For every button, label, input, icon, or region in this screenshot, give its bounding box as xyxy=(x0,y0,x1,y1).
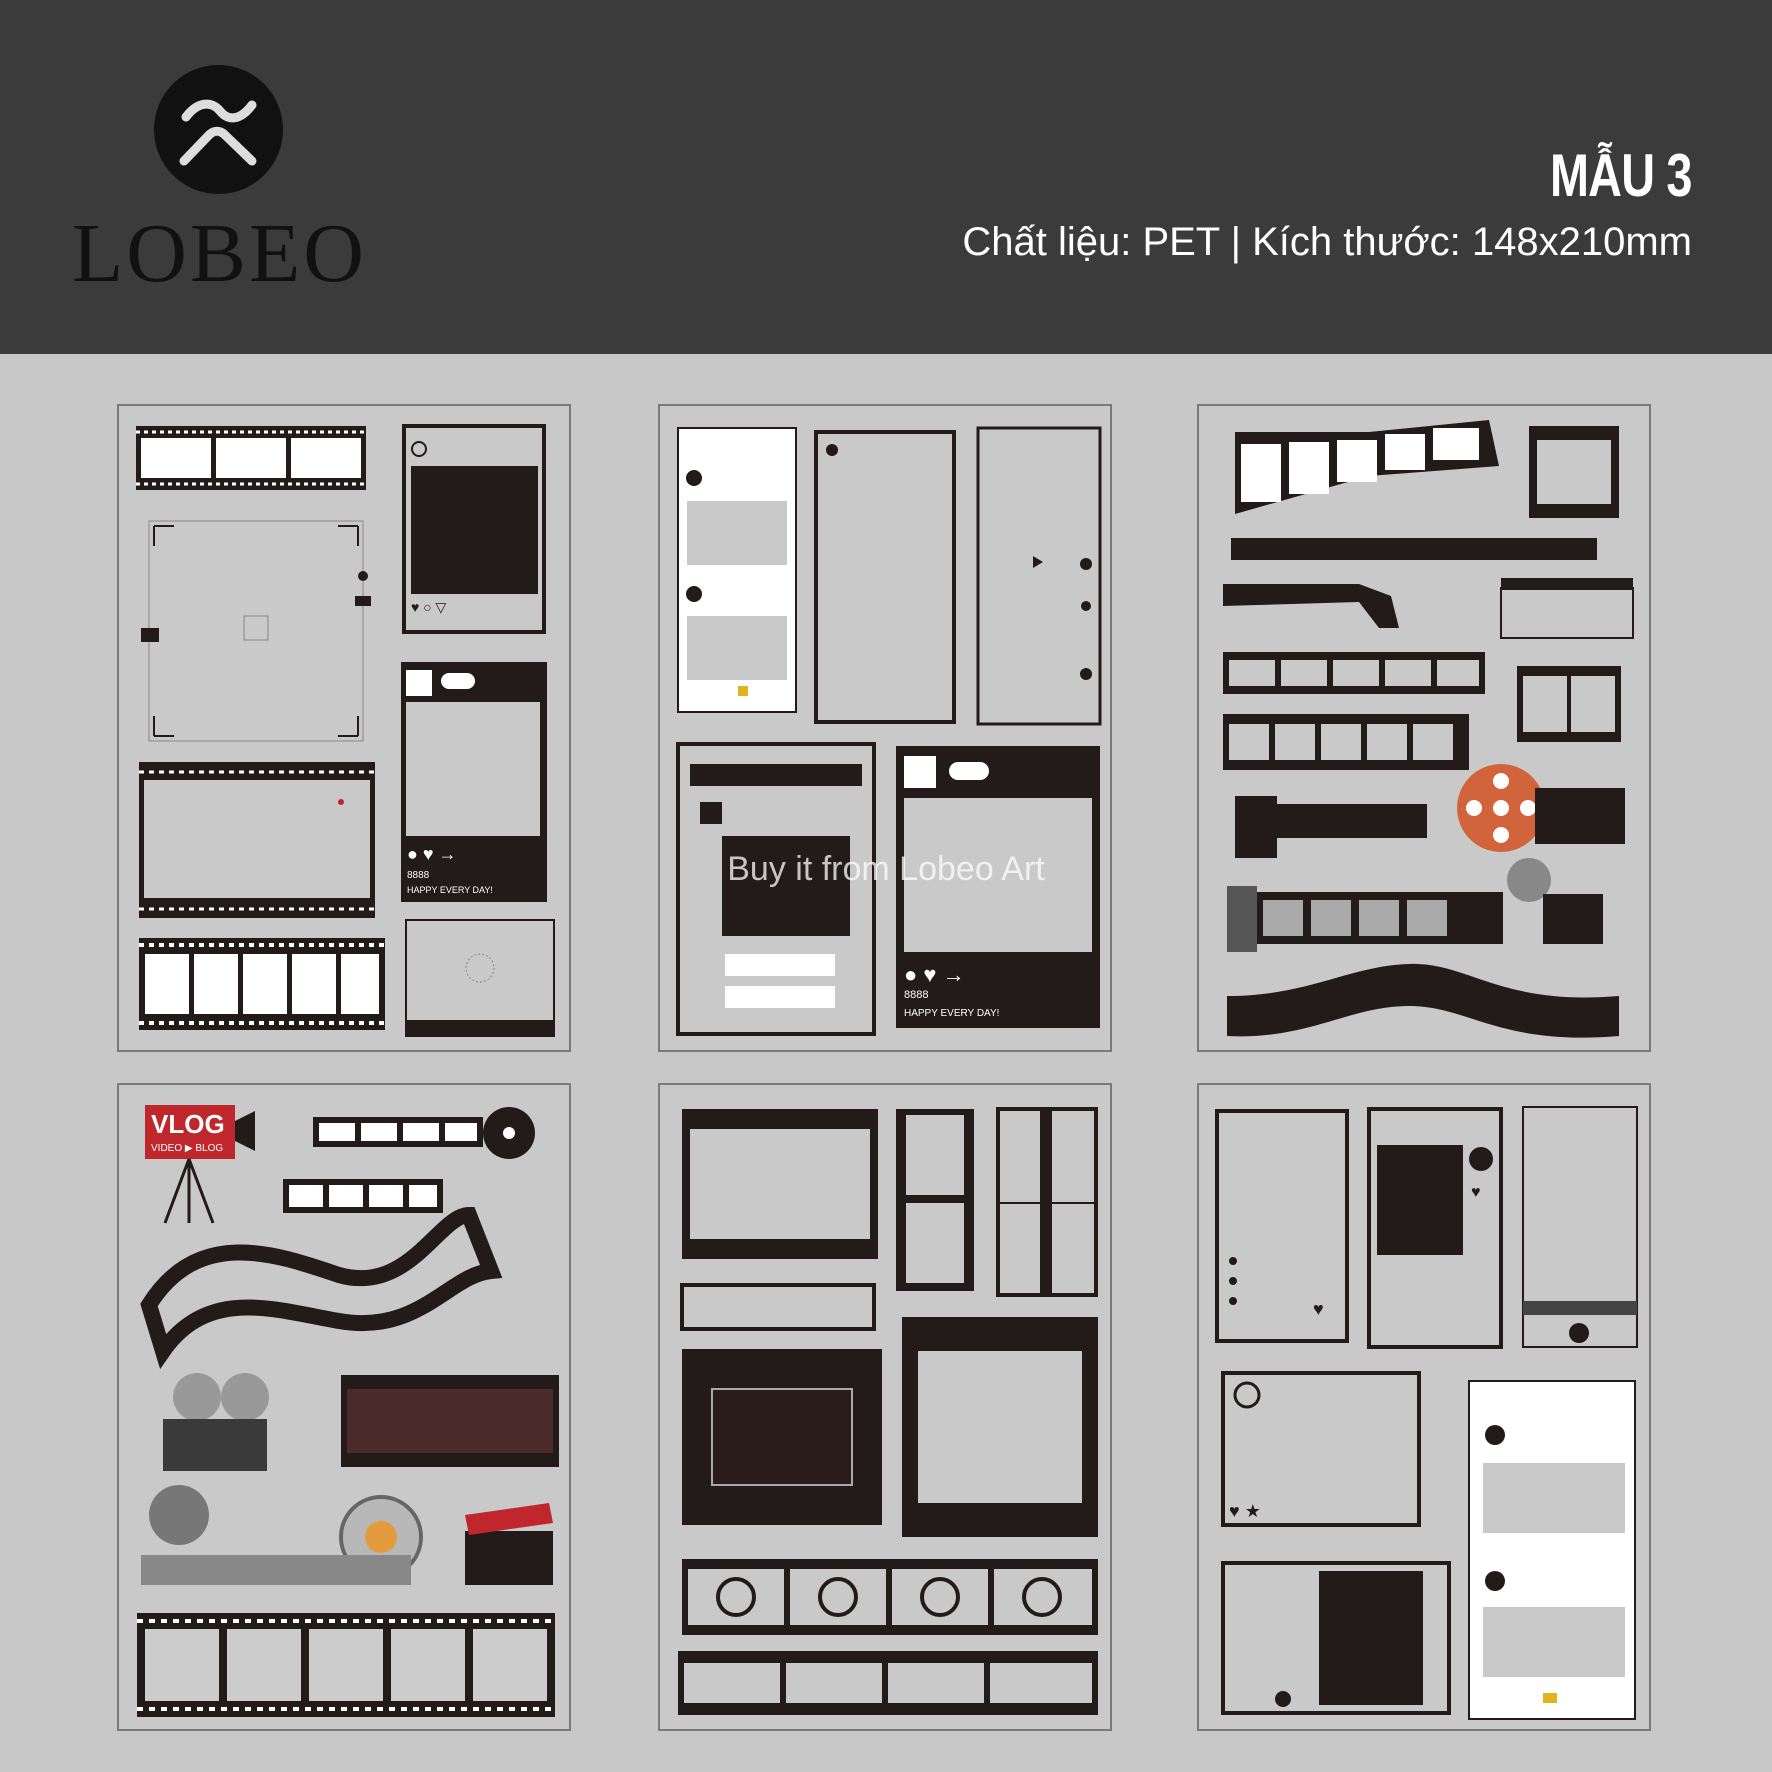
sticker-sheet-5 xyxy=(658,1083,1112,1731)
phone-feed-sticker xyxy=(677,427,797,713)
play-icon xyxy=(818,1577,858,1617)
watermark: Buy it from Lobeo Art xyxy=(727,850,1045,888)
film-strip-sticker xyxy=(283,1179,443,1213)
film-strip-sticker xyxy=(137,1613,555,1717)
vlog-title: VLOG xyxy=(151,1109,225,1139)
film-strip-sticker xyxy=(678,1651,1098,1715)
video-screen-sticker xyxy=(139,762,375,918)
film-strip-sticker xyxy=(1535,788,1625,844)
svg-text:♥ ○ ▽: ♥ ○ ▽ xyxy=(411,599,447,615)
film-strip-sticker xyxy=(139,938,385,1030)
film-negative-sticker xyxy=(341,1375,559,1467)
post-card-sticker: ● ♥ → 8888 HAPPY EVERY DAY! xyxy=(896,746,1100,1028)
single-frame-sticker xyxy=(1529,426,1619,518)
story-frame-sticker: ♥ xyxy=(1215,1109,1349,1343)
vlog-subtitle: VIDEO ▶ BLOG xyxy=(151,1143,223,1154)
clapper-board-sticker xyxy=(1500,578,1634,639)
film-strip-vertical-sticker xyxy=(896,1109,974,1291)
sticker-sheet-1: ♥ ○ ▽ ● ♥ → 8888 HAPPY EVERY DAY! xyxy=(117,404,571,1052)
film-frame-sticker xyxy=(902,1317,1098,1537)
film-strip-sticker xyxy=(1223,714,1469,770)
play-button-strip-sticker xyxy=(682,1559,1098,1635)
video-app-frame-sticker xyxy=(976,426,1102,726)
viewfinder-screen-sticker xyxy=(405,919,555,1037)
film-reel-strip-sticker xyxy=(313,1107,535,1159)
film-strip-sticker xyxy=(1223,652,1485,694)
clapper-board-sticker xyxy=(465,1503,553,1585)
camera-viewfinder-sticker xyxy=(141,520,371,742)
film-strip-vertical-sticker xyxy=(996,1107,1098,1297)
film-reel-icon xyxy=(1457,764,1545,852)
sticker-sheet-3 xyxy=(1197,404,1651,1052)
video-app-frame-sticker: ♥ xyxy=(1367,1107,1503,1349)
projector-clapper-icon xyxy=(1507,858,1603,944)
post-caption: HAPPY EVERY DAY! xyxy=(407,885,493,895)
page-title: MẪU 3 xyxy=(1550,142,1692,209)
film-canister-sticker xyxy=(1235,796,1427,858)
sticker-sheet-2: ● ♥ → 8888 HAPPY EVERY DAY! xyxy=(658,404,1112,1052)
film-band-sticker xyxy=(141,1555,411,1585)
sticker-sheet-4: VLOG VIDEO ▶ BLOG xyxy=(117,1083,571,1731)
avatar-icon xyxy=(1233,1381,1261,1409)
curved-film-strip-sticker xyxy=(1235,420,1499,514)
svg-text:♥ ★: ♥ ★ xyxy=(1229,1501,1261,1521)
post-card-sticker: ● ♥ → 8888 HAPPY EVERY DAY! xyxy=(401,662,547,902)
wavy-film-strip-sticker xyxy=(140,1206,503,1370)
wavy-film-strip-sticker xyxy=(1227,963,1619,1038)
perspective-frame-sticker xyxy=(682,1349,882,1525)
svg-text:● ♥ →: ● ♥ → xyxy=(904,962,965,987)
play-icon xyxy=(1022,1577,1062,1617)
play-icon xyxy=(920,1577,960,1617)
svg-text:♥: ♥ xyxy=(1313,1299,1324,1319)
rolling-film-sticker xyxy=(1223,584,1399,628)
film-strip-sticker xyxy=(136,426,366,490)
page-subtitle: Chất liệu: PET | Kích thước: 148x210mm xyxy=(962,220,1692,264)
movie-projector-icon xyxy=(149,1373,269,1545)
film-frame-sticker xyxy=(682,1109,878,1259)
double-frame-sticker xyxy=(1517,666,1621,742)
sticker-sheet-6: ♥ ♥ ♥ ★ xyxy=(1197,1083,1651,1731)
likes-count: 8888 xyxy=(407,870,430,881)
post-caption: HAPPY EVERY DAY! xyxy=(904,1008,999,1019)
likes-count: 8888 xyxy=(904,989,928,1001)
brand-name: LOBEO xyxy=(72,207,367,300)
svg-text:♥: ♥ xyxy=(1471,1184,1481,1201)
svg-text:● ♥ →: ● ♥ → xyxy=(407,844,457,864)
brand-logo-icon xyxy=(154,65,283,194)
film-strip-sticker xyxy=(680,1283,876,1331)
film-canister-sticker xyxy=(1227,886,1503,952)
header-banner: LOBEO MẪU 3 Chất liệu: PET | Kích thước:… xyxy=(0,0,1772,354)
instagram-post-frame: ♥ ○ ▽ xyxy=(402,424,546,634)
photo-frame-sticker xyxy=(1221,1561,1451,1715)
profile-post-frame-sticker: ♥ ★ xyxy=(1221,1371,1421,1527)
film-band-sticker xyxy=(1231,538,1597,560)
camera-app-frame-sticker xyxy=(1522,1106,1638,1348)
phone-feed-sticker xyxy=(1468,1380,1636,1720)
vlog-camera-sticker: VLOG VIDEO ▶ BLOG xyxy=(145,1105,255,1224)
chat-screen-sticker xyxy=(676,742,876,1036)
story-frame-sticker xyxy=(814,430,956,724)
play-icon xyxy=(716,1577,756,1617)
